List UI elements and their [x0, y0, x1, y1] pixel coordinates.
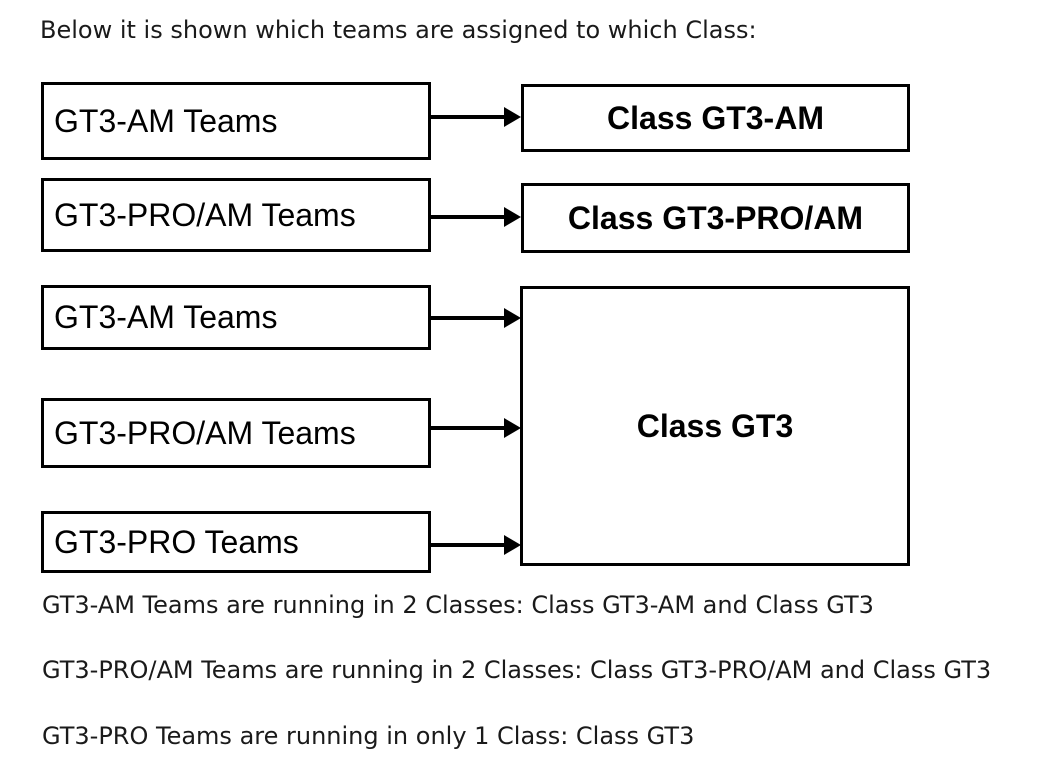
- team-box-gt3-pro: GT3-PRO Teams: [41, 511, 431, 573]
- team-box-label: GT3-AM Teams: [54, 102, 278, 139]
- note-gt3-pro-am: GT3-PRO/AM Teams are running in 2 Classe…: [42, 656, 992, 684]
- page-title: Below it is shown which teams are assign…: [40, 16, 757, 44]
- team-box-gt3-pro-am-1: GT3-PRO/AM Teams: [41, 178, 431, 252]
- team-box-label: GT3-PRO/AM Teams: [54, 414, 356, 451]
- class-box-label: Class GT3-PRO/AM: [567, 199, 864, 236]
- team-box-label: GT3-AM Teams: [54, 299, 278, 335]
- team-box-label: GT3-PRO Teams: [54, 523, 299, 560]
- arrow-right-icon: [431, 308, 521, 328]
- note-gt3-pro: GT3-PRO Teams are running in only 1 Clas…: [42, 722, 695, 750]
- team-box-gt3-am-1: GT3-AM Teams: [41, 82, 431, 160]
- class-box-label: Class GT3-AM: [607, 99, 824, 136]
- class-box-gt3: Class GT3: [520, 286, 910, 566]
- team-box-gt3-pro-am-2: GT3-PRO/AM Teams: [41, 398, 431, 468]
- team-box-label: GT3-PRO/AM Teams: [54, 196, 356, 233]
- arrow-right-icon: [431, 107, 521, 127]
- note-gt3-am: GT3-AM Teams are running in 2 Classes: C…: [42, 591, 874, 619]
- class-box-gt3-am: Class GT3-AM: [521, 84, 910, 152]
- arrow-right-icon: [431, 535, 521, 555]
- arrow-right-icon: [431, 418, 521, 438]
- class-box-gt3-pro-am: Class GT3-PRO/AM: [521, 183, 910, 253]
- team-box-gt3-am-2: GT3-AM Teams: [41, 285, 431, 350]
- arrow-right-icon: [431, 207, 521, 227]
- class-box-label: Class GT3: [636, 407, 794, 444]
